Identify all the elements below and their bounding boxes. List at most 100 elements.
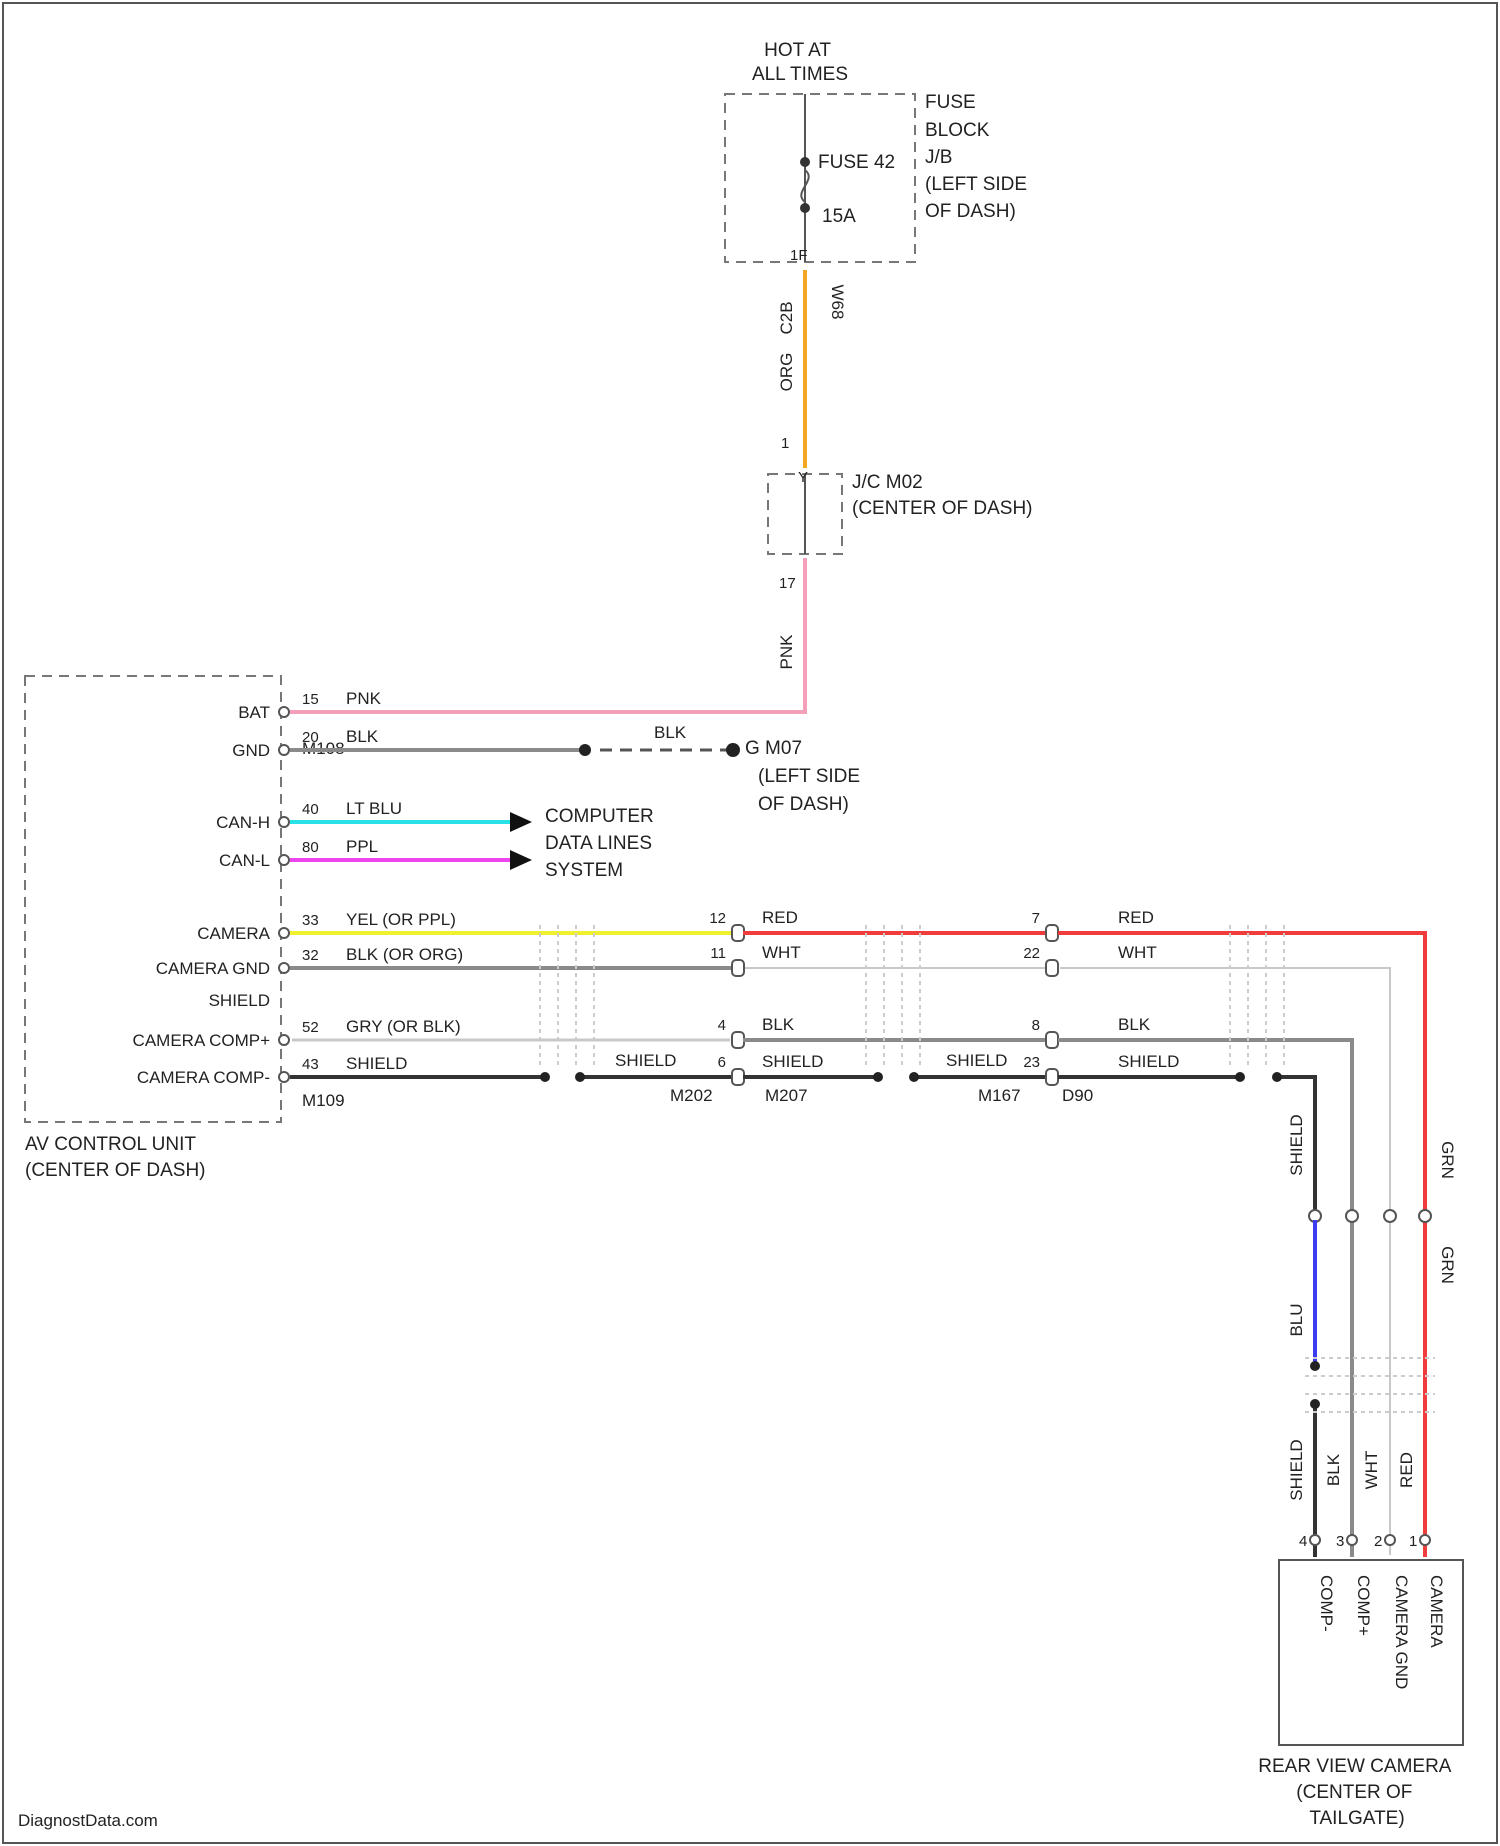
av-pin-terminal: [279, 817, 289, 827]
connector-wire-color: RED: [1118, 908, 1154, 927]
connector-pin: [1046, 960, 1058, 976]
shield-hatch-2: [866, 925, 920, 1068]
vertical-shield-top-label: SHIELD: [1287, 1114, 1306, 1175]
av-pin-wire-color: PNK: [346, 689, 382, 708]
av-pin-name: SHIELD: [209, 991, 270, 1010]
av-pin-number: 40: [302, 801, 319, 818]
connector-wire-color: BLK: [762, 1015, 795, 1034]
shield-splice-7: [1310, 1399, 1320, 1409]
vertical-wire-label: RED: [1397, 1452, 1416, 1488]
connector-pin: [732, 1032, 744, 1048]
connector-wire-color: SHIELD: [762, 1052, 823, 1071]
splice-m202-label: M202: [670, 1086, 713, 1105]
vertical-connector-top: [1309, 1210, 1431, 1222]
vertical-wire-label: BLK: [1324, 1453, 1343, 1486]
camera-pin-terminal: [1385, 1535, 1395, 1545]
jc-pin-in: Y: [798, 469, 808, 486]
junction-connector-m02: 1 Y 17 J/C M02 (CENTER OF DASH): [768, 435, 1033, 592]
fuse-amp: 15A: [822, 206, 856, 227]
av-pin-wire-color: GRY (OR BLK): [346, 1017, 461, 1036]
conn1-connector-label: M207: [765, 1086, 808, 1105]
av-pin-terminal: [279, 707, 289, 717]
page-border: [3, 3, 1497, 1843]
splice-m167-label: M167: [978, 1086, 1021, 1105]
connector-pin-number: 6: [718, 1054, 726, 1071]
jc-pin-out: 17: [779, 575, 796, 592]
fuse-name: FUSE 42: [818, 152, 895, 173]
ground-icon: [726, 743, 740, 757]
av-pin-number: 32: [302, 947, 319, 964]
connector-pin-number: 8: [1032, 1017, 1040, 1034]
camera-pin-name: CAMERA GND: [1392, 1575, 1411, 1689]
shield-splice-4: [909, 1072, 919, 1082]
can-h-arrow-icon: [510, 812, 532, 832]
av-pin-name: CAMERA COMP-: [137, 1068, 270, 1087]
shield-splice-1: [540, 1072, 550, 1082]
jc-label: J/C M02 (CENTER OF DASH): [852, 472, 1033, 519]
connector-pin-number: 12: [709, 910, 726, 927]
av-pin-terminal: [279, 745, 289, 755]
av-connector-bottom: M109: [302, 1091, 345, 1110]
av-pin-number: 15: [302, 691, 319, 708]
av-pin-name: CAMERA COMP+: [133, 1031, 271, 1050]
av-pin-wire-color: YEL (OR PPL): [346, 910, 456, 929]
av-pin-terminal: [279, 1035, 289, 1045]
av-pin-wire-color: SHIELD: [346, 1054, 407, 1073]
hot-at-all-times-label: HOT AT ALL TIMES: [752, 40, 848, 85]
connector-pin-number: 23: [1023, 1054, 1040, 1071]
av-pin-wire-color: BLK (OR ORG): [346, 945, 463, 964]
av-pin-name: CAN-H: [216, 813, 270, 832]
shield-hatch-3: [1230, 925, 1284, 1068]
connector-pin: [1046, 1032, 1058, 1048]
camera-pin-name: CAMERA: [1427, 1575, 1446, 1648]
jc-pin-top: 1: [781, 435, 789, 452]
wire-pnk-label: PNK: [777, 634, 796, 670]
camera-pin-terminal: [1420, 1535, 1430, 1545]
shield-splice-2: [575, 1072, 585, 1082]
connector-pin: [1046, 925, 1058, 941]
connector-pin-number: 22: [1023, 945, 1040, 962]
camera-pin-terminal: [1347, 1535, 1357, 1545]
vertical-blu-label: BLU: [1287, 1303, 1306, 1336]
camera-pin-number: 2: [1374, 1533, 1382, 1550]
av-pin-name: GND: [232, 741, 270, 760]
av-pin-terminal: [279, 928, 289, 938]
connector-pin: [732, 1069, 744, 1085]
vertical-grn-mid-label: GRN: [1438, 1246, 1457, 1284]
vertical-wire-label: WHT: [1362, 1451, 1381, 1490]
ground-label: G M07 (LEFT SIDE OF DASH): [745, 738, 865, 815]
wire-org-label: ORG: [777, 353, 796, 392]
connector-wire-color: SHIELD: [1118, 1052, 1179, 1071]
shield-splice-5: [1235, 1072, 1245, 1082]
av-pin-number: 52: [302, 1019, 319, 1036]
fuse-wire-code: W68: [828, 285, 847, 320]
av-pin-wire-color: PPL: [346, 837, 378, 856]
connector-pin-number: 7: [1032, 910, 1040, 927]
connector-pin: [732, 925, 744, 941]
camera-pin-number: 4: [1299, 1533, 1307, 1550]
av-pin-number: 80: [302, 839, 319, 856]
av-pin-terminal: [279, 963, 289, 973]
av-pin-terminal: [279, 1072, 289, 1082]
vertical-wire-label: SHIELD: [1287, 1439, 1306, 1500]
camera-pin-terminal: [1310, 1535, 1320, 1545]
fuse-block: FUSE 42 15A FUSE BLOCK J/B (LEFT SIDE OF…: [725, 92, 1032, 264]
shield-splice-3: [873, 1072, 883, 1082]
fuse-connector-code: C2B: [777, 301, 796, 334]
fuse-pin-bottom: 1F: [790, 247, 808, 264]
av-pin-name: CAMERA: [197, 924, 270, 943]
wire-blk-to-camera: [1060, 1040, 1352, 1555]
shield-mid-label: SHIELD: [946, 1051, 1007, 1070]
camera-pin-name: COMP-: [1317, 1575, 1336, 1632]
connector-pin-number: 11: [710, 945, 726, 962]
rear-view-camera: COMP-COMP+CAMERA GNDCAMERA REAR VIEW CAM…: [1258, 1560, 1463, 1829]
rear-view-camera-label: REAR VIEW CAMERA (CENTER OF TAILGATE): [1258, 1756, 1455, 1829]
fuse-terminal-top: [800, 157, 810, 167]
av-pin-number: 43: [302, 1056, 319, 1073]
av-pin-name: CAN-L: [219, 851, 270, 870]
shield-splice-6: [1272, 1072, 1282, 1082]
blu-splice: [1310, 1361, 1320, 1371]
watermark: DiagnostData.com: [18, 1811, 158, 1830]
